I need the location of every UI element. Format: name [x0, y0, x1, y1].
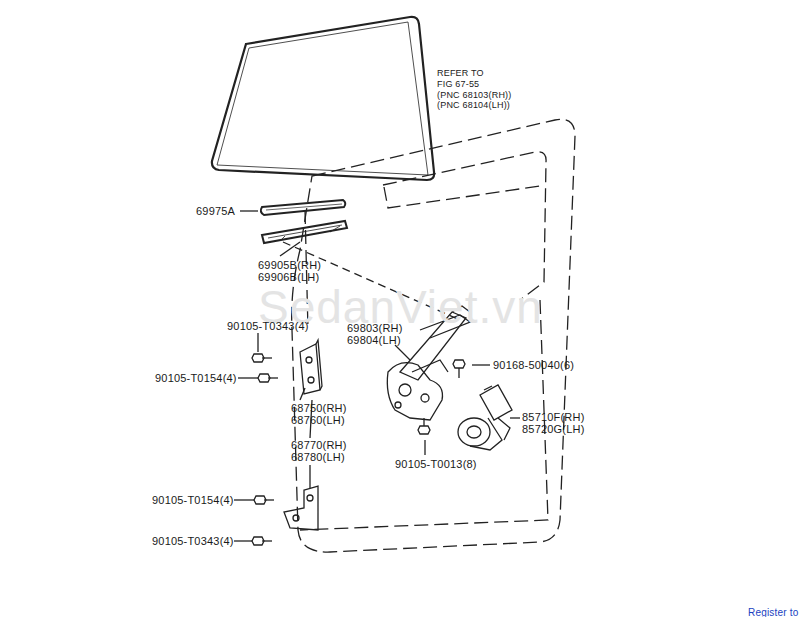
note-text: REFER TO [437, 68, 484, 78]
weatherstrip-lip [268, 225, 342, 241]
note-text: (PNC 68103(RH)) [437, 90, 512, 100]
leader-line [395, 345, 410, 360]
leader-line [424, 440, 425, 455]
part-number: 69905B(RH) [258, 259, 321, 271]
part-number: 68750(RH) [291, 402, 347, 414]
leader-line [510, 417, 520, 418]
part-number: 85710F(RH) [522, 411, 585, 423]
part-number: 68760(LH) [291, 414, 345, 426]
note-text: FIG 67-55 [437, 79, 479, 89]
belt-moulding-line [266, 204, 342, 210]
part-number: 85720G(LH) [522, 423, 585, 435]
part-number: 69804(LH) [347, 334, 401, 346]
register-link: Register to [748, 607, 799, 617]
lower-hinge [284, 486, 318, 530]
leader-line [240, 210, 258, 211]
part-number: 69803(RH) [347, 322, 403, 334]
leader-line [280, 242, 300, 256]
door-panel-outline [292, 119, 575, 552]
upper-hinge [300, 340, 322, 394]
part-number: 90105-T0013(8) [395, 458, 477, 470]
door-glass-edge [217, 22, 428, 175]
bolt-symbol [252, 354, 465, 545]
part-number: 90168-50040(6) [493, 359, 574, 371]
part-number: 68780(LH) [291, 451, 345, 463]
regulator-motor [458, 385, 512, 450]
part-number: 90105-T0343(4) [227, 320, 309, 332]
leader-line [472, 364, 490, 365]
door-window-frame [383, 152, 546, 300]
note-text: (PNC 68104(LH)) [437, 100, 510, 110]
part-number: 90105-T0154(4) [152, 494, 234, 506]
leader-line [234, 499, 256, 500]
leader-line [238, 377, 260, 378]
weatherstrip [262, 221, 347, 243]
leader-line [257, 333, 258, 352]
part-number: 69975A [196, 205, 235, 217]
part-number: 90105-T0154(4) [155, 372, 237, 384]
belt-moulding [261, 200, 345, 215]
part-number: 90105-T0343(4) [152, 535, 234, 547]
leader-line [234, 540, 254, 541]
part-number: 68770(RH) [291, 439, 347, 451]
